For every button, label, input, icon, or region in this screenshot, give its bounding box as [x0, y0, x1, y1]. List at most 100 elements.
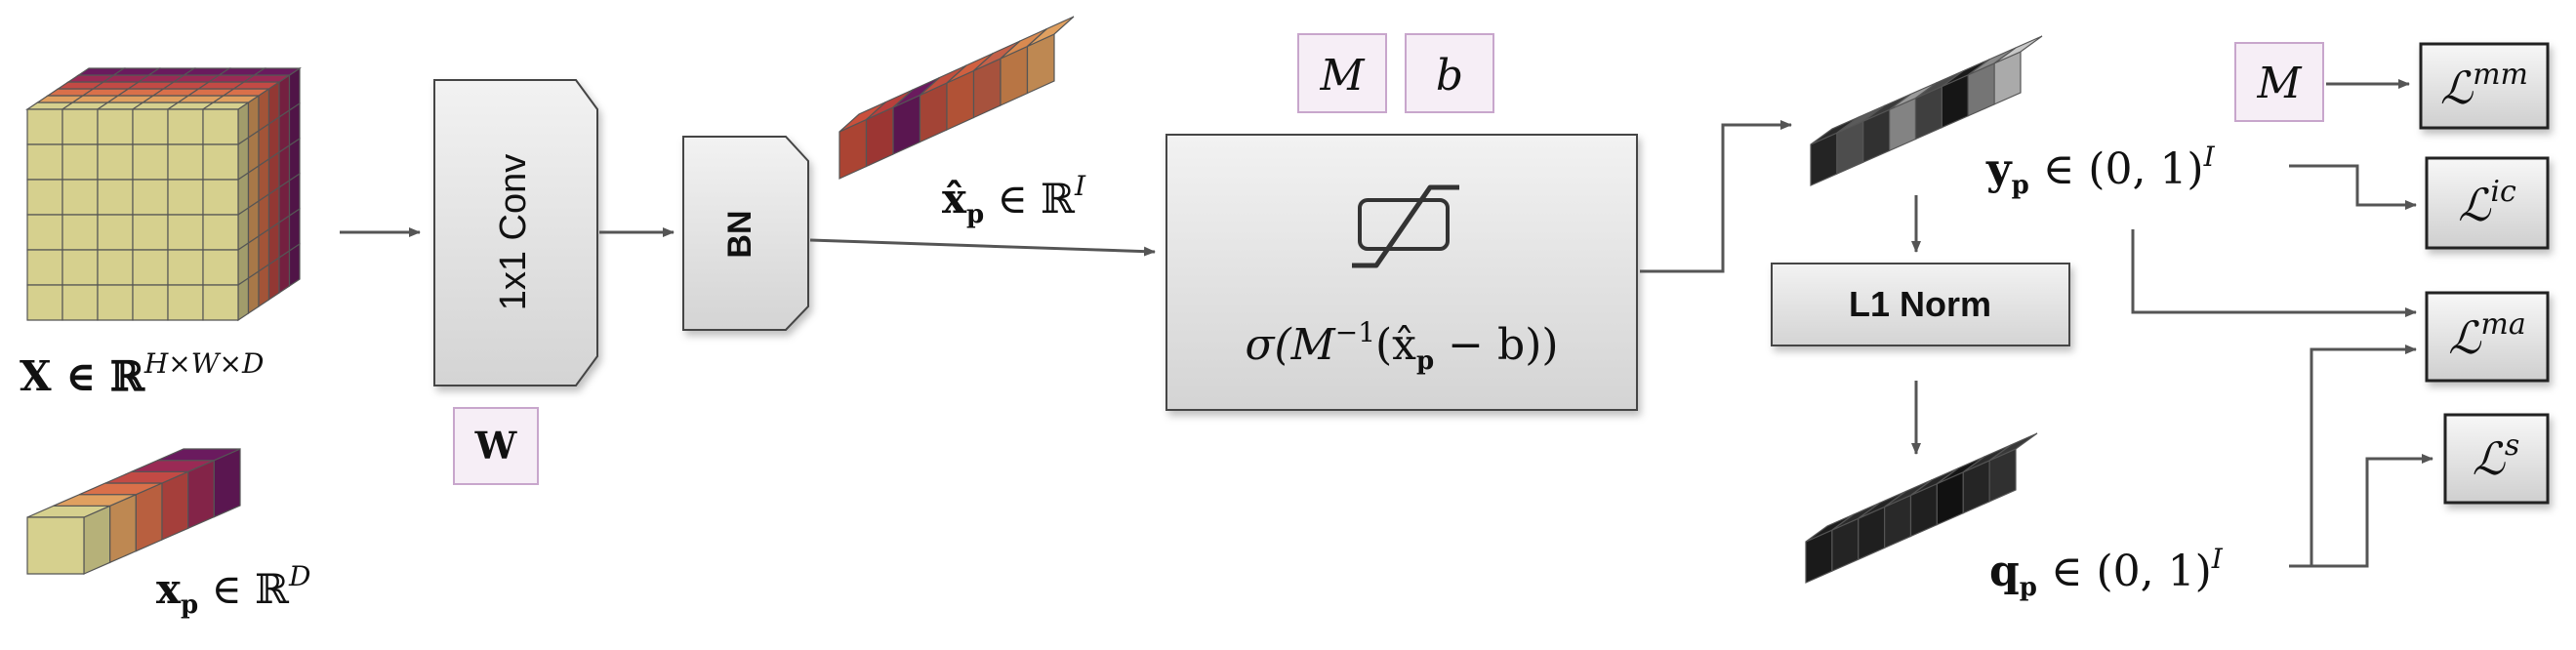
loss-mm-sup: mm	[2473, 58, 2528, 92]
l1-norm-block	[1771, 263, 2070, 346]
svg-text:ℒma: ℒma	[2448, 307, 2525, 364]
cube-front-cell	[26, 179, 63, 216]
arrow-y-to-lma	[2131, 229, 2417, 317]
cube-front-cell	[97, 249, 134, 286]
conv-block	[433, 79, 598, 386]
loss-ic: ℒic	[2425, 156, 2550, 250]
pixel-vector-label: xp ∈ ℝD	[156, 560, 310, 620]
cube-front-cell	[167, 249, 204, 286]
cube-front-cell	[167, 108, 204, 145]
arrow-q-to-lma	[2289, 345, 2417, 568]
loss-param-m-box	[2234, 42, 2324, 122]
conv-weight-param	[453, 407, 539, 485]
conv-weight-label: W	[474, 424, 518, 467]
cube-front-cell	[132, 108, 169, 145]
pixel-vector-front	[26, 516, 85, 575]
cube-front-cell	[97, 179, 134, 216]
svg-text:ℒic: ℒic	[2458, 175, 2516, 231]
sigmoid-icon	[1352, 184, 1459, 268]
arrow-y-to-lic	[2289, 164, 2417, 210]
arrow-q-to-ls	[2311, 454, 2433, 568]
cube-front-cell	[132, 284, 169, 321]
bn-output-label: x̂p ∈ ℝI	[942, 170, 1086, 229]
cube-front-cell	[61, 249, 99, 286]
cube-top-cell	[252, 67, 302, 76]
q-output-vector	[1805, 432, 2038, 584]
cube-side-cell	[267, 256, 280, 302]
cube-front-cell	[202, 284, 239, 321]
cube-front-cell	[26, 143, 63, 181]
activation-formula: σ(M−1(x̂p − b))	[1245, 316, 1558, 376]
arrow-activation-to-y	[1640, 120, 1792, 273]
svg-text:ℒs: ℒs	[2473, 428, 2520, 485]
loss-ic-symbol: ℒ	[2458, 179, 2491, 231]
cube-front-cell	[26, 108, 63, 145]
cube-front-cell	[167, 284, 204, 321]
pixel-vector-top	[157, 448, 241, 462]
cube-front-cell	[97, 143, 134, 181]
bn-block	[682, 136, 809, 331]
loss-param-m-label: M	[2256, 59, 2302, 108]
loss-ma-symbol: ℒ	[2448, 311, 2481, 364]
bn-vector-top	[1027, 16, 1075, 48]
cube-front-cell	[61, 284, 99, 321]
cube-front-cell	[97, 214, 134, 251]
loss-ic-sup: ic	[2490, 175, 2516, 209]
loss-mm: ℒmm	[2419, 42, 2550, 130]
y-vector-top	[1993, 35, 2043, 64]
q-vector-top	[1988, 432, 2038, 462]
input-tensor-label: X ∈ ℝH×W×D	[20, 347, 264, 400]
cube-side-cell	[258, 263, 270, 308]
pixel-vector	[26, 448, 241, 575]
y-output-label: yp ∈ (0, 1)I	[1985, 141, 2216, 200]
l1-norm-label: L1 Norm	[1849, 284, 1991, 324]
cube-front-cell	[97, 284, 134, 321]
param-m-label: M	[1319, 51, 1365, 101]
q-output-label: qp ∈ (0, 1)I	[1989, 543, 2224, 602]
cube-front-cell	[26, 284, 63, 321]
cube-front-cell	[61, 143, 99, 181]
svg-text:ℒmm: ℒmm	[2440, 58, 2528, 114]
param-b-box	[1405, 33, 1494, 113]
cube-front-cell	[61, 214, 99, 251]
loss-s-sup: s	[2505, 428, 2519, 463]
cube-front-cell	[132, 143, 169, 181]
param-m-box	[1297, 33, 1387, 113]
cube-side-cell	[288, 242, 301, 288]
y-output-vector	[1810, 35, 2043, 186]
cube-front-cell	[167, 214, 204, 251]
q-vector-front	[1805, 529, 1833, 584]
arrow-bn-to-activation	[809, 238, 1156, 257]
cube-side-cell	[247, 269, 260, 315]
cube-front-cell	[202, 108, 239, 145]
cube-side-cell	[237, 276, 250, 322]
input-feature-cube	[25, 66, 302, 322]
cube-front-cell	[202, 214, 239, 251]
cube-front-cell	[61, 179, 99, 216]
cube-front-cell	[167, 179, 204, 216]
cube-front-cell	[202, 179, 239, 216]
bn-output-vector	[838, 16, 1075, 180]
cube-front-cell	[202, 143, 239, 181]
activation-block	[1165, 134, 1638, 411]
bn-label: BN	[721, 210, 758, 258]
cube-front-cell	[26, 249, 63, 286]
cube-front-cell	[132, 179, 169, 216]
y-vector-front	[1810, 132, 1838, 186]
conv-label: 1x1 Conv	[493, 154, 534, 311]
loss-ma-sup: ma	[2480, 307, 2525, 342]
cube-side-cell	[278, 249, 291, 295]
cube-front-cell	[202, 249, 239, 286]
loss-ma: ℒma	[2425, 291, 2550, 383]
cube-front-cell	[132, 214, 169, 251]
loss-s: ℒs	[2443, 413, 2550, 505]
cube-front-cell	[97, 108, 134, 145]
cube-front-cell	[61, 108, 99, 145]
cube-front-cell	[26, 214, 63, 251]
loss-mm-symbol: ℒ	[2440, 61, 2474, 114]
cube-front-cell	[132, 249, 169, 286]
param-b-label: b	[1436, 51, 1463, 101]
loss-s-symbol: ℒ	[2473, 432, 2506, 485]
cube-front-cell	[167, 143, 204, 181]
